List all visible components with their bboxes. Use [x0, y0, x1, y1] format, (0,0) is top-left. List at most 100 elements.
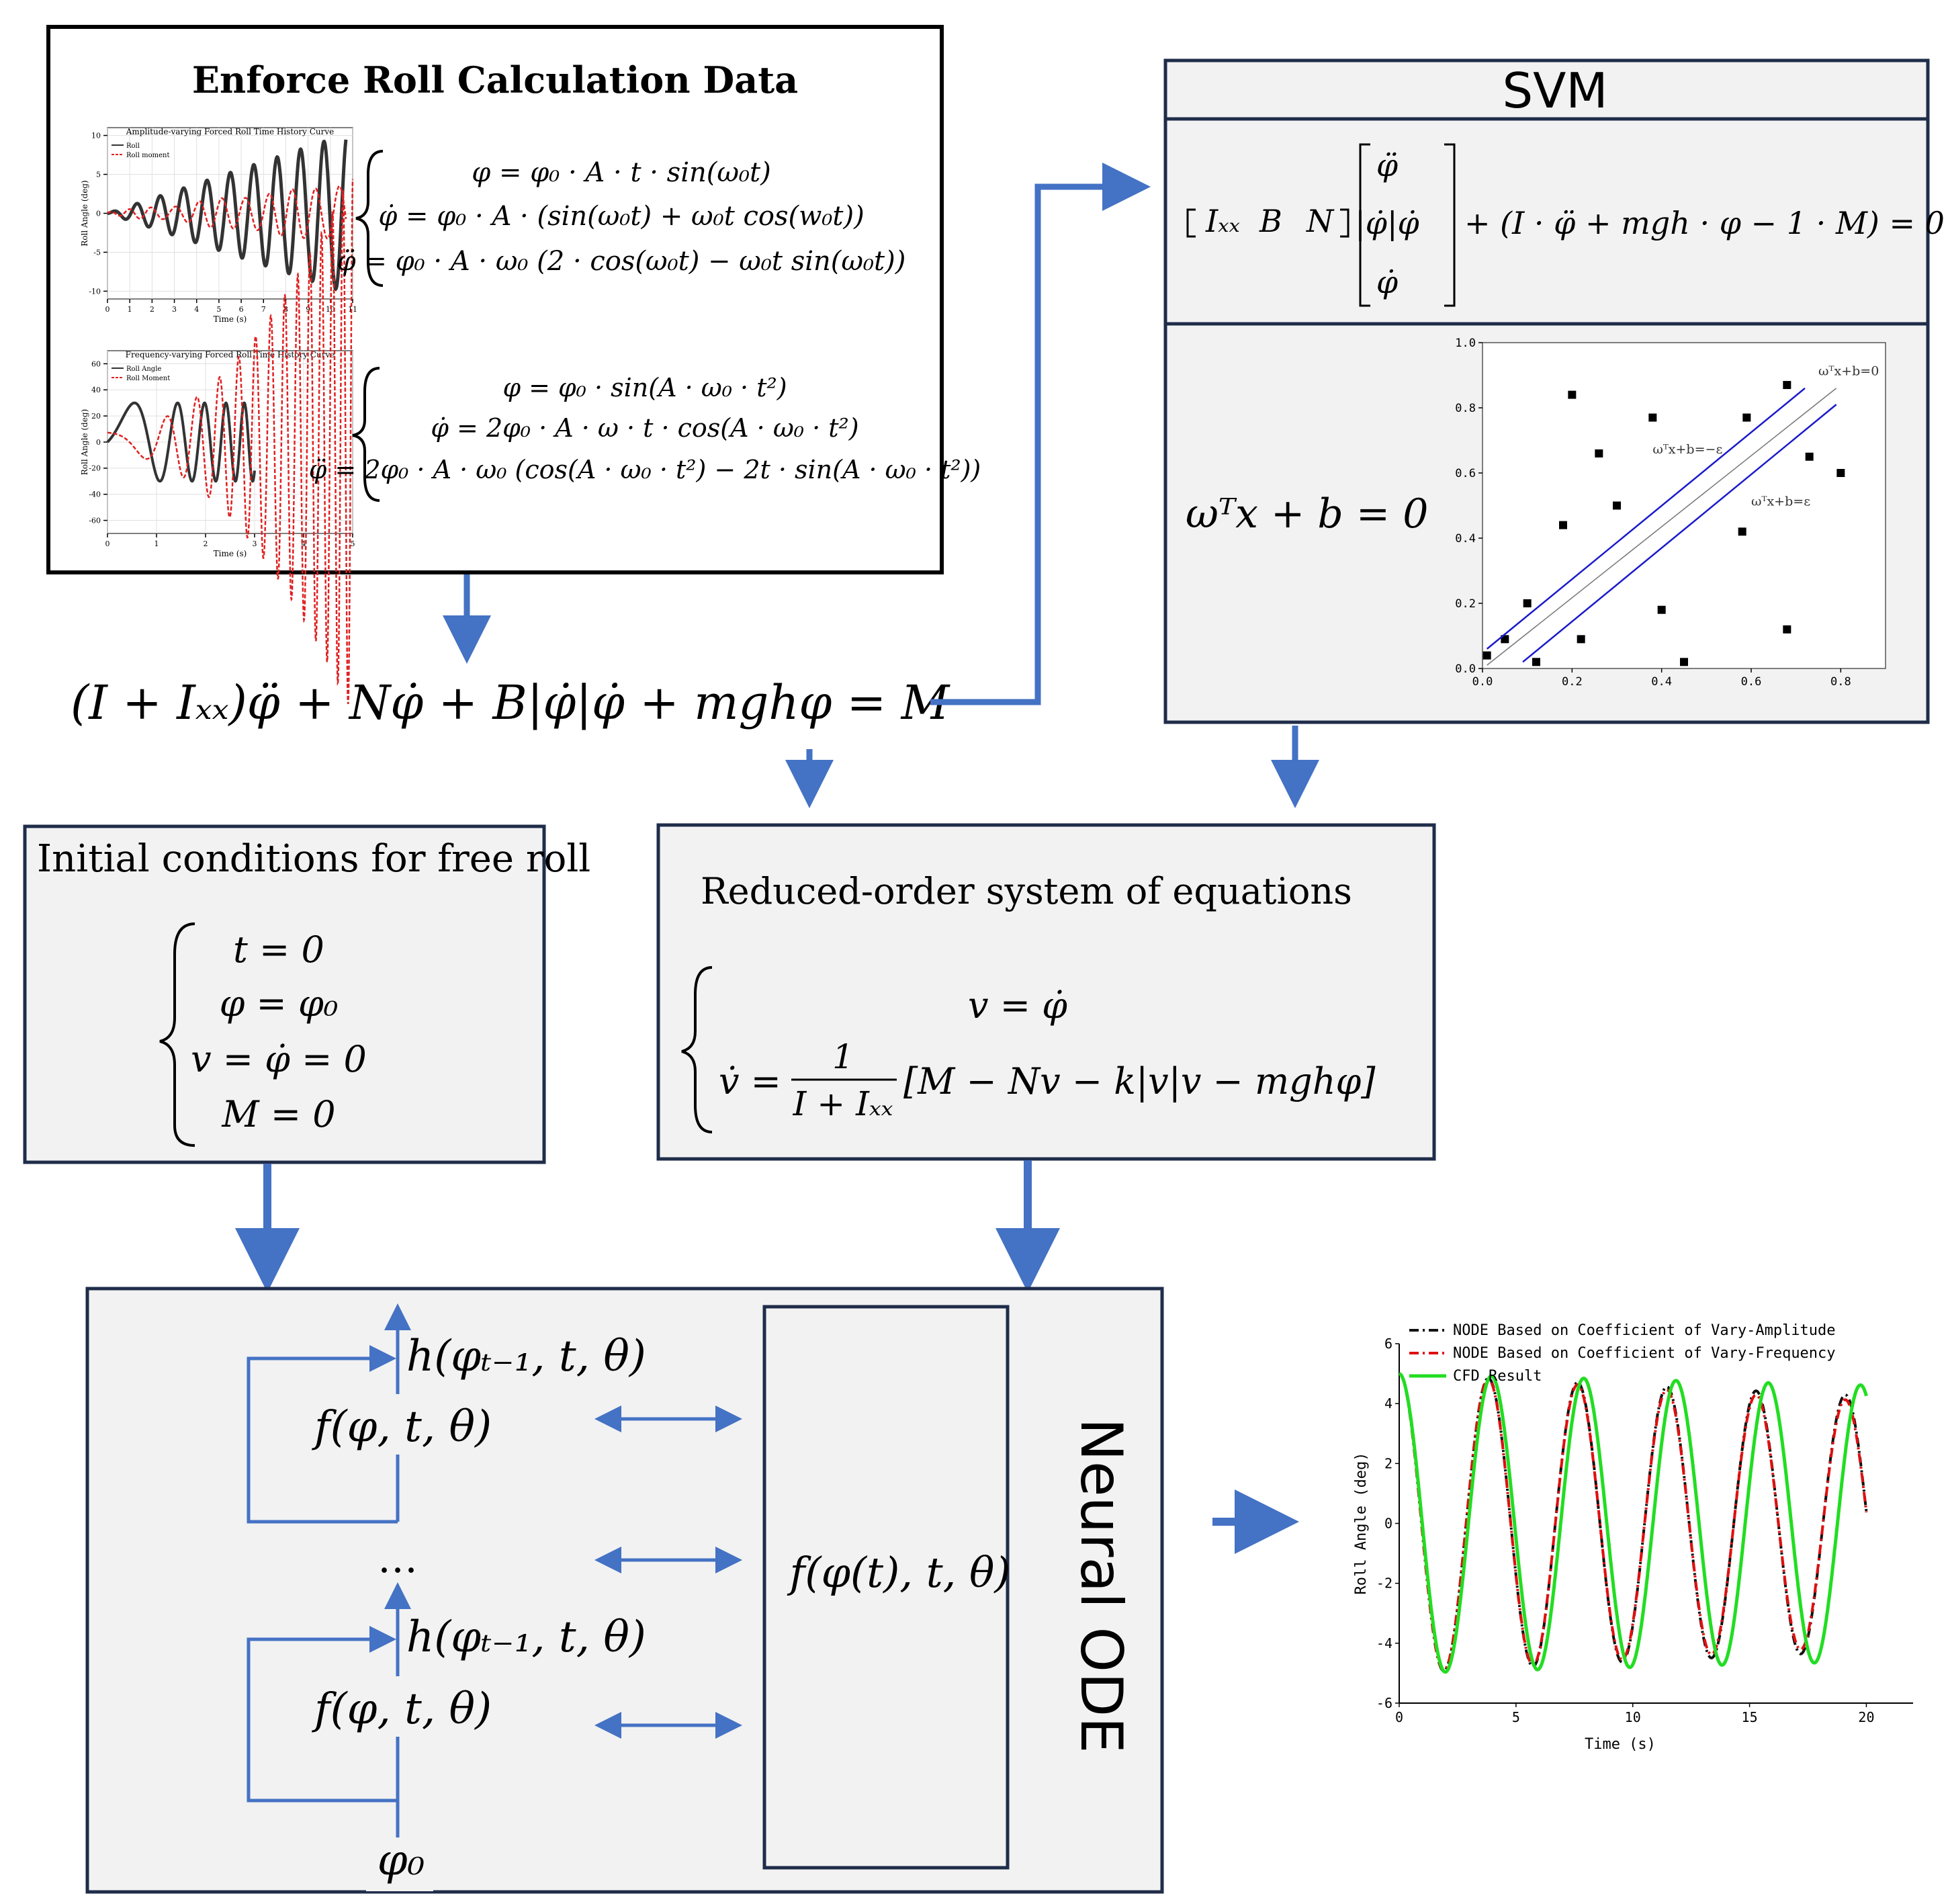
phi0-label: φ₀	[378, 1835, 425, 1885]
result-legend-label: NODE Based on Coefficient of Vary-Freque…	[1453, 1345, 1836, 1362]
amp-chart-title: Amplitude-varying Forced Roll Time Histo…	[126, 127, 335, 136]
svm-point	[1501, 635, 1509, 644]
vector-entry-3: φ̇	[1376, 264, 1399, 300]
svm-point	[1783, 625, 1791, 634]
x-tick-label: 20	[1858, 1709, 1874, 1725]
freq-equation-1: φ = φ₀ · sin(A · ω₀ · t²)	[502, 373, 787, 402]
initial-t: t = 0	[233, 928, 324, 971]
arrow-lower-skip	[247, 1626, 398, 1803]
y-tick-label: -20	[89, 464, 101, 473]
f-label-upper: f(φ, t, θ)	[312, 1402, 492, 1452]
x-tick-label: 9	[306, 305, 310, 314]
ode-solver-label: f(φ(t), t, θ)	[787, 1548, 1010, 1597]
f-label-lower: f(φ, t, θ)	[312, 1684, 492, 1734]
y-tick-label: -4	[1376, 1635, 1392, 1651]
x-tick-label: 2	[204, 539, 208, 548]
x-tick-label: 3	[172, 305, 177, 314]
phi0-bg	[366, 1837, 433, 1891]
matrix-row-1: Iₓₓ	[1205, 203, 1240, 239]
amp-equations-brace	[355, 150, 384, 287]
svm-point	[1482, 651, 1491, 660]
svm-hyperplane-line	[1522, 404, 1837, 663]
neural-ode-label: Neural ODE	[1067, 1418, 1135, 1753]
svm-point	[1680, 658, 1688, 666]
svm-point	[1738, 527, 1746, 536]
x-tick-label: 10	[326, 305, 335, 314]
y-tick-label: -6	[1376, 1695, 1392, 1711]
vector-entry-1: φ̈	[1376, 147, 1399, 183]
svm-point	[1523, 599, 1532, 607]
vector-bracket-right	[1444, 143, 1456, 307]
ode-solver-box	[762, 1305, 1010, 1870]
arrow-equation-to-svm	[930, 163, 1151, 705]
result-ylabel: Roll Angle (deg)	[1353, 1453, 1370, 1595]
svm-point	[1648, 413, 1657, 422]
y-tick-label: 20	[91, 412, 101, 421]
x-tick-label: 5	[216, 305, 221, 314]
svm-point	[1783, 381, 1791, 390]
x-tick-label: 0.8	[1830, 675, 1851, 689]
x-tick-label: 5	[1512, 1709, 1520, 1725]
main-equation: (I + Iₓₓ)φ̈ + Nφ̇ + B|φ̇|φ̇ + mghφ = M	[71, 675, 951, 730]
x-tick-label: 7	[261, 305, 266, 314]
y-tick-label: 0.6	[1455, 467, 1476, 480]
svm-line-label: ωᵀx+b=−ε	[1652, 442, 1722, 457]
freq-equation-3: φ̈ = 2φ₀ · A · ω₀ (cos(A · ω₀ · t²) − 2t…	[309, 455, 981, 484]
vector-bracket-left	[1359, 143, 1370, 307]
svm-point	[1559, 521, 1567, 529]
x-tick-label: 0	[105, 305, 110, 314]
amp-chart-ylabel: Roll Angle (deg)	[80, 180, 89, 246]
result-legend-label: NODE Based on Coefficient of Vary-Amplit…	[1453, 1322, 1836, 1339]
result-series-line	[1399, 1372, 1868, 1672]
y-tick-label: 2	[1384, 1455, 1392, 1471]
svm-point	[1742, 413, 1751, 422]
reduced-eq-2-numerator: 1	[832, 1037, 854, 1076]
y-tick-label: 0	[1384, 1516, 1392, 1532]
x-tick-label: 3	[253, 539, 257, 548]
x-tick-label: 0.6	[1741, 675, 1762, 689]
svm-point	[1613, 501, 1621, 510]
y-tick-label: 4	[1384, 1395, 1392, 1412]
svm-point	[1657, 605, 1666, 614]
f-label-lower-bg	[316, 1676, 497, 1737]
reduced-order-title: Reduced-order system of equations	[701, 870, 1352, 912]
reduced-order-box	[656, 823, 1436, 1161]
initial-phi: φ = φ₀	[220, 982, 339, 1025]
result-series-line	[1399, 1372, 1868, 1674]
initial-conditions-brace	[159, 922, 195, 1147]
reduced-eq-2-lhs: v̇ =	[719, 1060, 781, 1102]
amp-moment-line	[107, 185, 347, 240]
h-label-lower: h(φₜ₋₁, t, θ)	[406, 1612, 646, 1662]
ellipsis: …	[378, 1535, 418, 1582]
svm-hyperplane-line	[1486, 387, 1806, 650]
amp-equation-1: φ = φ₀ · A · t · sin(ω₀t)	[472, 157, 770, 188]
svm-point	[1568, 390, 1577, 399]
x-tick-label: 6	[239, 305, 244, 314]
y-tick-label: 0.4	[1455, 532, 1476, 546]
reduced-eq-1: v = φ̇	[968, 984, 1067, 1027]
y-tick-label: 60	[91, 359, 101, 368]
y-tick-label: 0.2	[1455, 597, 1476, 611]
f-label-upper-bg	[316, 1394, 497, 1455]
svm-point	[1532, 658, 1540, 666]
arrow-upper-skip	[247, 1345, 398, 1524]
x-tick-label: 0	[1395, 1709, 1403, 1725]
row-bracket-left	[1186, 208, 1196, 238]
initial-v: v = φ̇ = 0	[191, 1038, 367, 1080]
vector-entry-2: |φ̇|φ̇	[1355, 205, 1419, 241]
y-tick-label: 0.0	[1455, 662, 1476, 676]
y-tick-label: 0	[96, 438, 101, 447]
x-tick-label: 0.4	[1651, 675, 1672, 689]
y-tick-label: 40	[91, 386, 101, 394]
y-tick-label: 6	[1384, 1336, 1392, 1352]
x-tick-label: 15	[1742, 1709, 1758, 1725]
reduced-eq-2-denominator: I + Iₓₓ	[793, 1084, 893, 1123]
freq-roll-line	[106, 401, 256, 483]
svm-point	[1595, 449, 1603, 458]
svm-hyperplane-line	[1487, 388, 1837, 666]
